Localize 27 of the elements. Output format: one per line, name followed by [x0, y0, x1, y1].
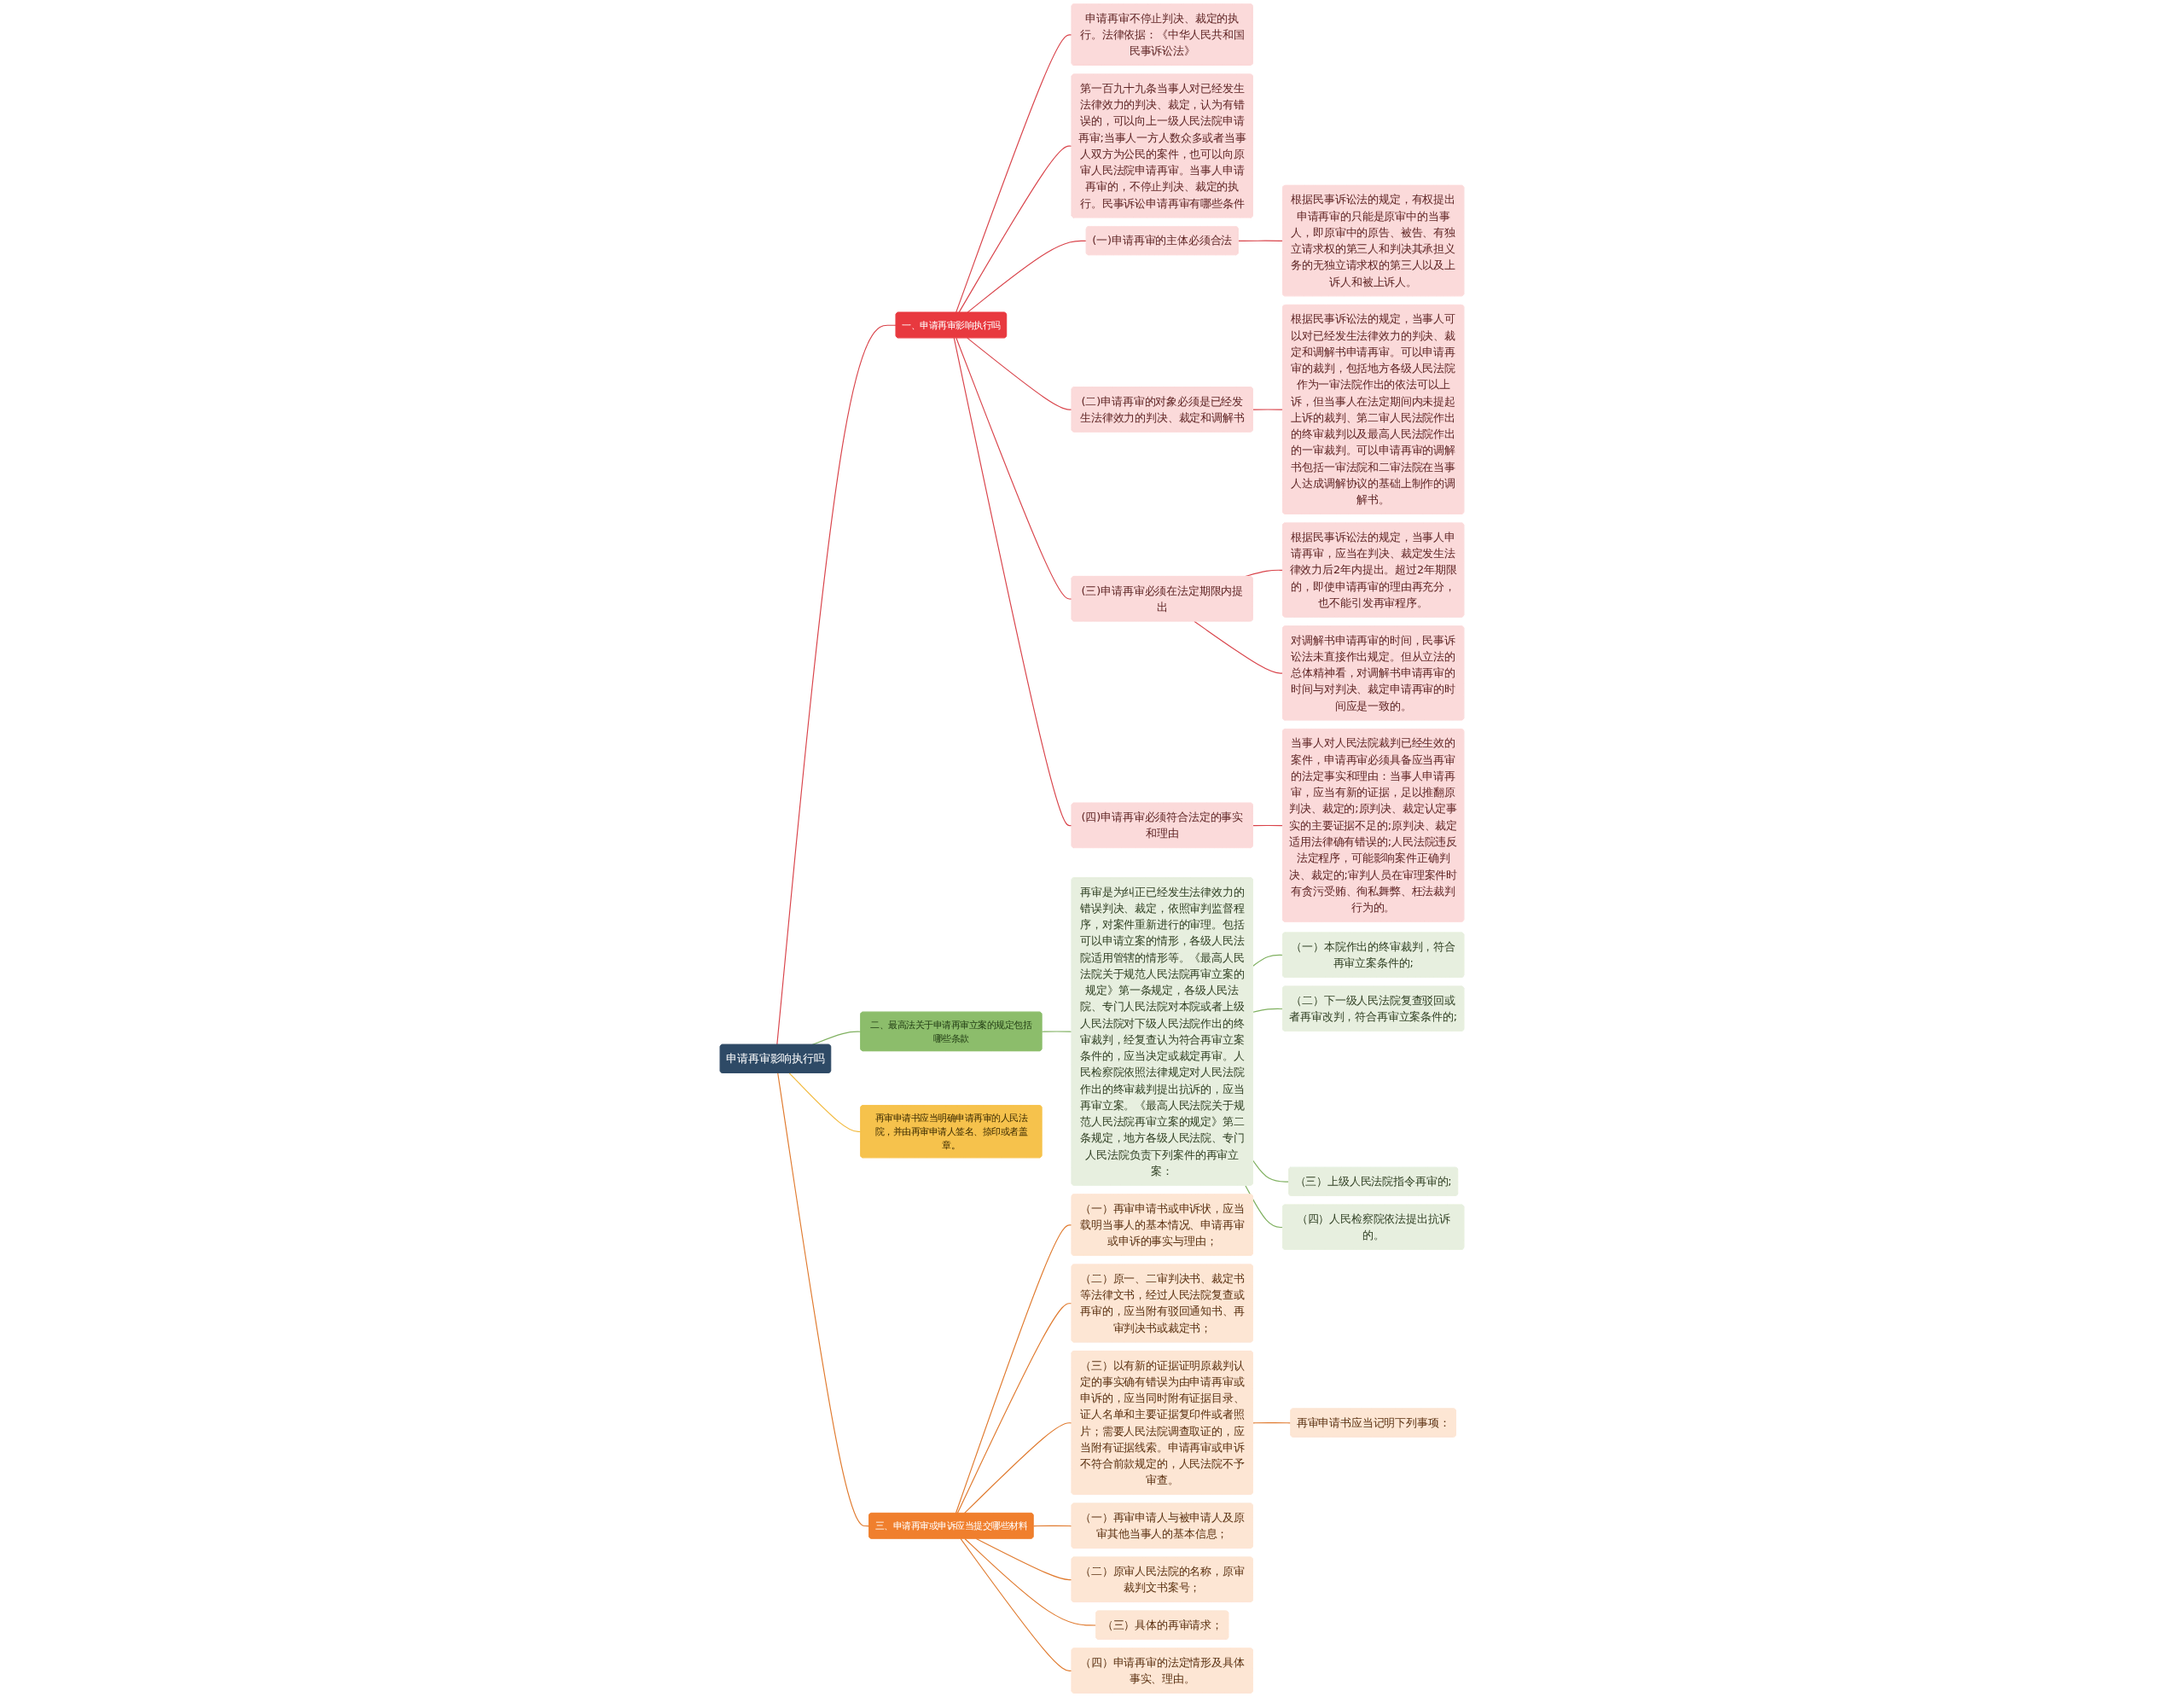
connector	[953, 337, 1072, 827]
connector	[960, 1537, 1072, 1671]
connector	[956, 337, 1072, 600]
connector	[1252, 1159, 1290, 1183]
connector	[956, 34, 1072, 313]
connector	[1252, 1422, 1292, 1424]
connector	[958, 145, 1072, 313]
connector	[963, 1422, 1072, 1514]
connector	[1238, 240, 1284, 241]
connector	[777, 1072, 870, 1527]
connector	[956, 1303, 1072, 1514]
connector	[975, 1537, 1072, 1581]
connector	[1041, 1031, 1072, 1032]
connector	[1252, 1008, 1284, 1013]
connector	[964, 1537, 1097, 1626]
connector	[967, 240, 1088, 313]
connector	[776, 324, 897, 1046]
connector	[811, 1031, 862, 1046]
connector	[955, 1224, 1072, 1514]
connector	[788, 1072, 862, 1133]
connector	[1252, 409, 1284, 410]
connector	[1032, 1525, 1072, 1527]
connector	[1194, 620, 1284, 674]
connector	[967, 337, 1072, 410]
connector	[1245, 1184, 1284, 1229]
connector	[1252, 954, 1284, 967]
connector	[1252, 824, 1284, 827]
